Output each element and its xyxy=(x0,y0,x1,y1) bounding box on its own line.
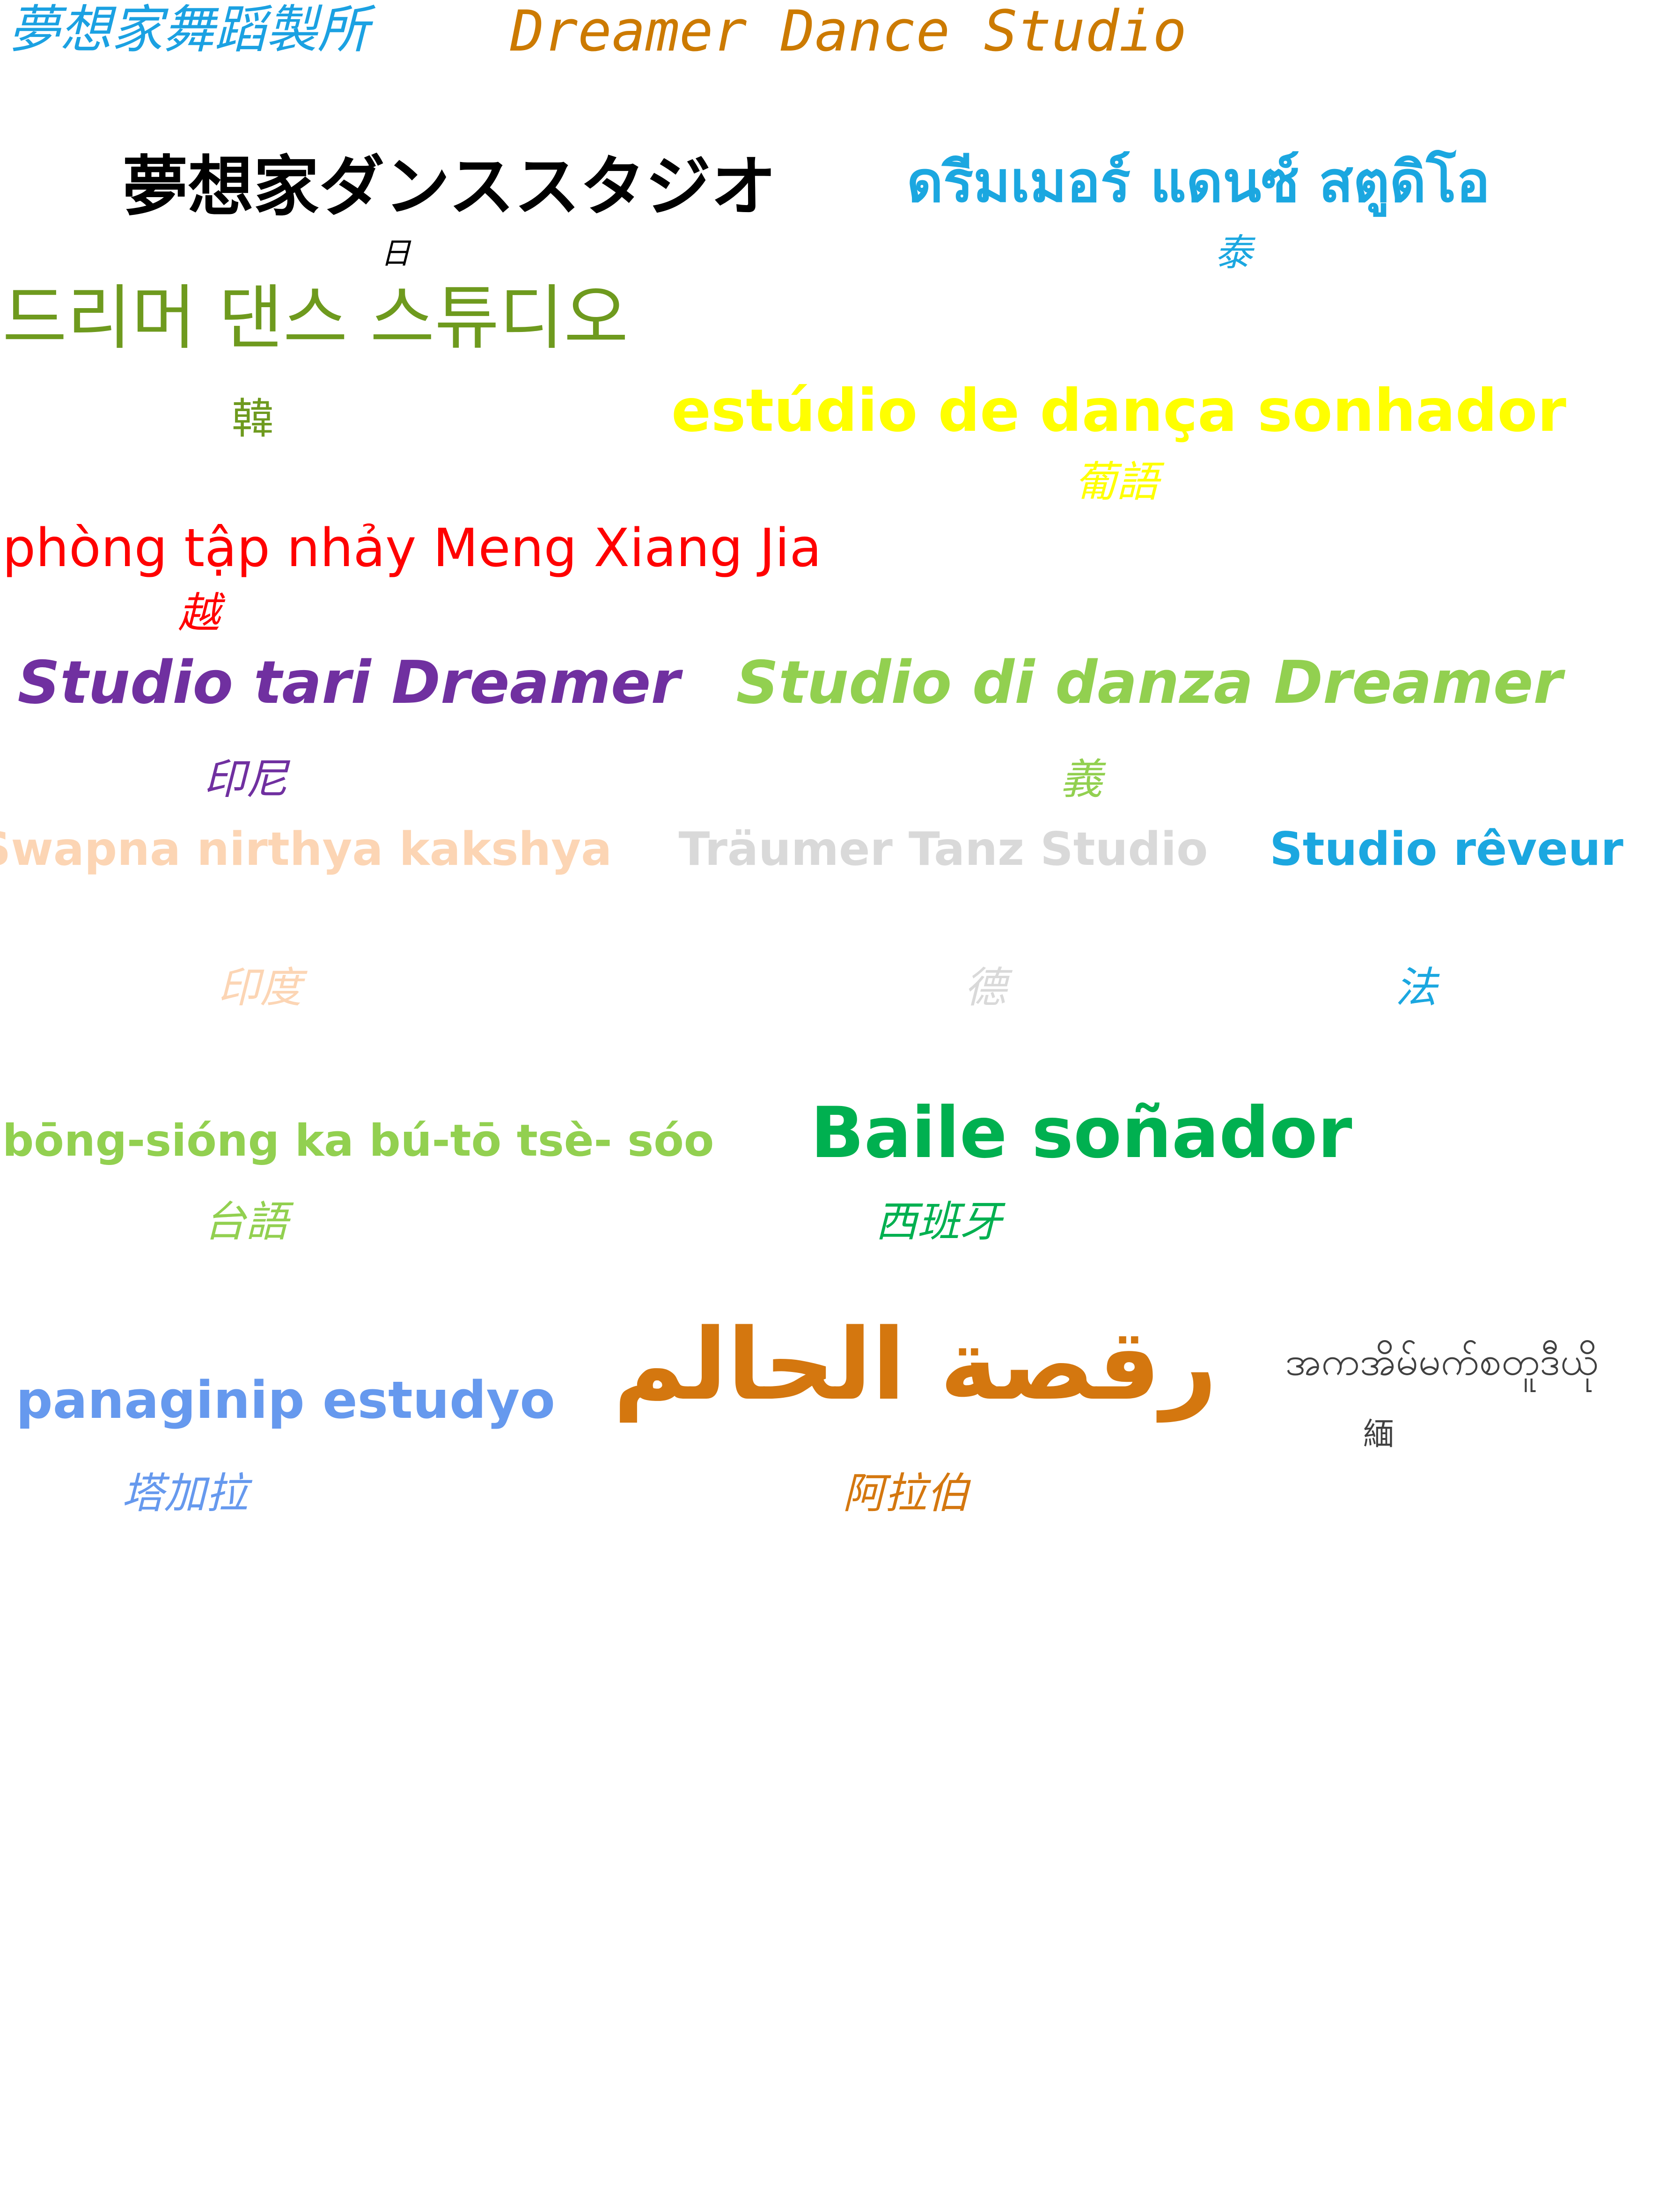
entry-hindi-tag: 印度 xyxy=(218,963,302,1012)
entry-japanese-tag: 日 xyxy=(381,236,411,271)
entry-thai-text: ดรีมเมอร์ แดนซ์ สตูดิโอ xyxy=(906,150,1490,215)
entry-german-text: Träumer Tanz Studio xyxy=(678,823,1208,876)
entry-portuguese-tag: 葡語 xyxy=(1074,457,1159,507)
entry-french-tag: 法 xyxy=(1395,963,1437,1012)
entry-taiwanese-tag: 台語 xyxy=(204,1197,288,1246)
header-chinese: 夢想家舞蹈製所 xyxy=(8,0,369,59)
entry-korean-text: 드리머 댄스 스튜디오 xyxy=(2,278,629,359)
entry-korean-tag: 韓 xyxy=(232,394,274,443)
entry-italian-text: Studio di danza Dreamer xyxy=(736,648,1563,717)
entry-tagalog-text: panaginip estudyo xyxy=(16,1370,555,1430)
header-english: Dreamer Dance Studio xyxy=(510,0,1187,64)
entry-taiwanese-text: bōng-sióng ka bú-tō tsè- sóo xyxy=(2,1115,714,1166)
entry-vietnamese-text: phòng tập nhảy Meng Xiang Jia xyxy=(2,518,822,579)
entry-tagalog-tag: 塔加拉 xyxy=(122,1469,248,1518)
entry-vietnamese-tag: 越 xyxy=(178,589,220,638)
entry-indonesian-tag: 印尼 xyxy=(204,755,288,804)
entry-indonesian-text: Studio tari Dreamer xyxy=(17,648,680,717)
entry-arabic-tag: 阿拉伯 xyxy=(843,1469,969,1518)
entry-hindi-text: Swapna nirthya kakshya xyxy=(0,823,612,876)
entry-portuguese-text: estúdio de dança sonhador xyxy=(671,377,1566,445)
entry-arabic-text: رقصة الحالم xyxy=(613,1307,1218,1422)
entry-french-text: Studio rêveur xyxy=(1270,823,1623,876)
entry-burmese-tag: 緬 xyxy=(1363,1416,1394,1452)
entry-italian-tag: 義 xyxy=(1060,755,1102,804)
entry-spanish-text: Baile soñador xyxy=(810,1092,1352,1174)
entry-japanese-text: 夢想家ダンススタジオ xyxy=(122,149,777,225)
entry-spanish-tag: 西班牙 xyxy=(875,1197,1002,1246)
entry-burmese-text: အကအိမ်မက်စတူဒီယို xyxy=(1285,1338,1599,1384)
entry-thai-tag: 泰 xyxy=(1215,231,1252,274)
entry-german-tag: 德 xyxy=(964,963,1006,1012)
